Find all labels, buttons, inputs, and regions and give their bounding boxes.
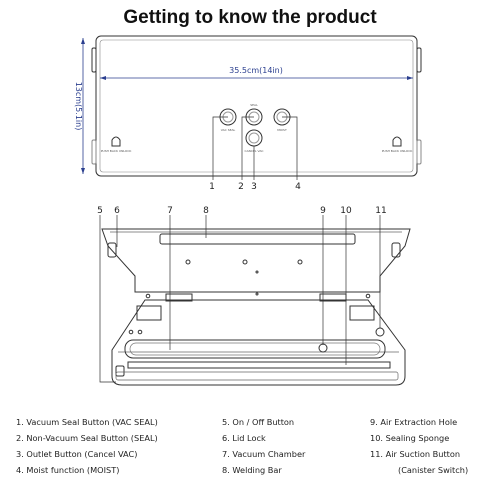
- on-off-button: [115, 365, 125, 377]
- dimension-lines: [81, 38, 413, 174]
- left-end-cap-lower: [91, 139, 97, 165]
- legend-item-8: 8. Welding Bar: [222, 465, 282, 475]
- welding-bar-top: [159, 233, 356, 245]
- side-label-left: PUSH BACK UNLOCK: [101, 149, 133, 153]
- vac-seal-label: VAC SEAL: [221, 128, 236, 132]
- legend-item-4: 4. Moist function (MOIST): [16, 465, 120, 475]
- open-view: [101, 228, 411, 386]
- lid-outline: [101, 228, 411, 293]
- page-title: Getting to know the product: [123, 7, 377, 28]
- callout-11: 11: [375, 206, 386, 216]
- legend-item-2: 2. Non-Vacuum Seal Button (SEAL): [16, 433, 158, 443]
- legend-item-6: 6. Lid Lock: [222, 433, 266, 443]
- legend-item-11-sub: (Canister Switch): [398, 465, 469, 475]
- callout-9: 9: [320, 206, 326, 216]
- legend-item-5: 5. On / Off Button: [222, 417, 295, 427]
- legend-item-1: 1. Vacuum Seal Button (VAC SEAL): [16, 417, 158, 427]
- callout-8: 8: [203, 206, 209, 216]
- callout-10: 10: [340, 206, 352, 216]
- gasket-right: [349, 305, 375, 321]
- moist-label: MOIST: [277, 128, 287, 132]
- lock-icon-right: [392, 136, 402, 147]
- right-end-cap-lower: [416, 139, 422, 165]
- legend-item-10: 10. Sealing Sponge: [370, 433, 450, 443]
- width-label: 35.5cm(14in): [229, 66, 283, 75]
- left-end-cap: [91, 47, 97, 73]
- callout-4: 4: [295, 182, 301, 192]
- vacuum-chamber: [124, 339, 386, 359]
- top-view-body: [95, 35, 418, 177]
- sealing-sponge: [127, 361, 391, 369]
- gasket-left: [136, 305, 162, 321]
- callout-1: 1: [209, 182, 215, 192]
- lid-latch-left: [107, 242, 117, 258]
- legend-item-11: 11. Air Suction Button: [370, 449, 461, 459]
- legend-item-9: 9. Air Extraction Hole: [370, 417, 458, 427]
- lock-icon-left: [111, 136, 121, 147]
- side-label-right: PUSH BACK UNLOCK: [382, 149, 414, 153]
- callout-7: 7: [167, 206, 173, 216]
- callout-2: 2: [238, 182, 244, 192]
- air-extraction-hole: [318, 343, 328, 353]
- cancel-vac-button: [245, 129, 263, 147]
- top-view-inner: [99, 39, 414, 173]
- top-callout-lines: [212, 116, 298, 180]
- legend-item-3: 3. Outlet Button (Cancel VAC): [16, 449, 138, 459]
- right-end-cap: [416, 47, 422, 73]
- seal-label: SEAL: [250, 103, 258, 107]
- height-label: 13cm(5.1in): [74, 82, 83, 131]
- lid-latch-right: [391, 242, 401, 258]
- bottom-callout-lines: [99, 215, 381, 383]
- base-outline: [111, 299, 406, 386]
- callout-6: 6: [114, 206, 120, 216]
- callout-3: 3: [251, 182, 257, 192]
- air-suction-button: [375, 327, 385, 337]
- legend-item-7: 7. Vacuum Chamber: [222, 449, 306, 459]
- callout-5: 5: [97, 206, 103, 216]
